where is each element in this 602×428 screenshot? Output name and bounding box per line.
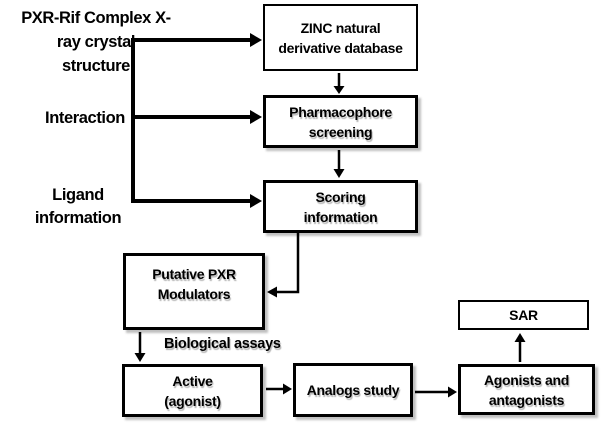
label-interaction: Interaction (45, 109, 125, 127)
box-active-agonist: Active (agonist) (122, 364, 263, 417)
box-putative-pxr-modulators: Putative PXR Modulators (123, 253, 265, 330)
arrow-putative-to-active (134, 332, 146, 362)
arrow-scoring-to-putative (267, 233, 300, 298)
arrow-agonists-to-sar (514, 333, 526, 362)
label-biological-assays: Biological assays (164, 336, 281, 352)
arrow-zinc-to-pharmacophore (333, 73, 345, 94)
arrow-crystal-to-zinc (131, 33, 262, 47)
arrow-interaction-to-pharmacophore (131, 110, 262, 124)
box-analogs-study: Analogs study (293, 363, 413, 417)
box-agonists-and-antagonists: Agonists and antagonists (458, 364, 595, 415)
label-pxr-rif-crystal-structure: PXR-Rif Complex X- ray crystal structure (21, 9, 171, 75)
box-zinc-natural-derivative-database: ZINC natural derivative database (263, 4, 418, 71)
box-pharmacophore-screening: Pharmacophore screening (263, 95, 418, 148)
arrow-ligand-to-scoring (131, 194, 262, 208)
label-ligand-information: Ligand information (34, 186, 122, 227)
arrow-analogs-to-agonists (415, 386, 457, 398)
arrow-pharmacophore-to-scoring (333, 150, 345, 178)
box-sar: SAR (458, 300, 589, 330)
box-scoring-information: Scoring information (263, 180, 418, 233)
arrow-active-to-analogs (266, 383, 292, 395)
